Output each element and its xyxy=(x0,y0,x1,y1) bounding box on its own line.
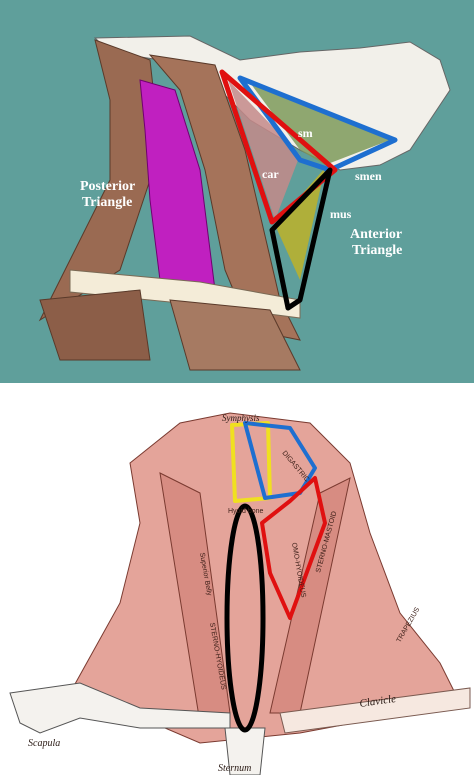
sm-label: sm xyxy=(298,126,313,140)
lateral-neck-illustration: Posterior Triangle Anterior Triangle sm … xyxy=(38,35,451,371)
lateral-neck-figure: Posterior Triangle Anterior Triangle sm … xyxy=(0,0,474,383)
muscular-triangle-outline-bottom xyxy=(224,503,266,733)
anterior-neck-figure: Symphysis Sternum Scapula Clavicle DIGAS… xyxy=(0,383,474,775)
anterior-triangle-label-line2: Triangle xyxy=(352,243,402,258)
clavicle-label: Clavicle xyxy=(359,693,397,710)
sternum-label: Sternum xyxy=(218,763,251,774)
hyoid-bone-label: Hyoid bone xyxy=(228,508,264,515)
carotid-region-fill xyxy=(228,80,300,220)
mus-label: mus xyxy=(330,207,352,221)
lower-neck-muscles xyxy=(39,289,151,361)
scapula-bone xyxy=(9,682,231,734)
anterior-neck-illustration: Symphysis Sternum Scapula Clavicle DIGAS… xyxy=(9,412,471,775)
carotid-triangle-outline-bottom xyxy=(260,476,327,620)
anterior-triangle-label-line1: Anterior xyxy=(350,227,402,242)
submandibular-triangle-outline-bottom xyxy=(243,421,317,500)
posterior-triangle-label-line2: Triangle xyxy=(82,195,132,210)
clavicle-bone xyxy=(69,269,301,319)
muscular-triangle-fill xyxy=(275,168,325,280)
smen-label: smen xyxy=(355,169,382,183)
muscular-triangle-outline xyxy=(269,167,333,311)
scapula-label: Scapula xyxy=(28,738,60,749)
symphysis-label: Symphysis xyxy=(222,413,260,423)
submandibular-region-fill xyxy=(248,80,390,165)
clavicle-right xyxy=(279,687,471,734)
lower-right-muscles xyxy=(169,299,301,371)
sternum-bone xyxy=(224,727,266,775)
posterior-triangle-label-line1: Posterior xyxy=(80,179,135,194)
neck-muscle-mass xyxy=(69,412,461,744)
car-label: car xyxy=(262,167,279,181)
